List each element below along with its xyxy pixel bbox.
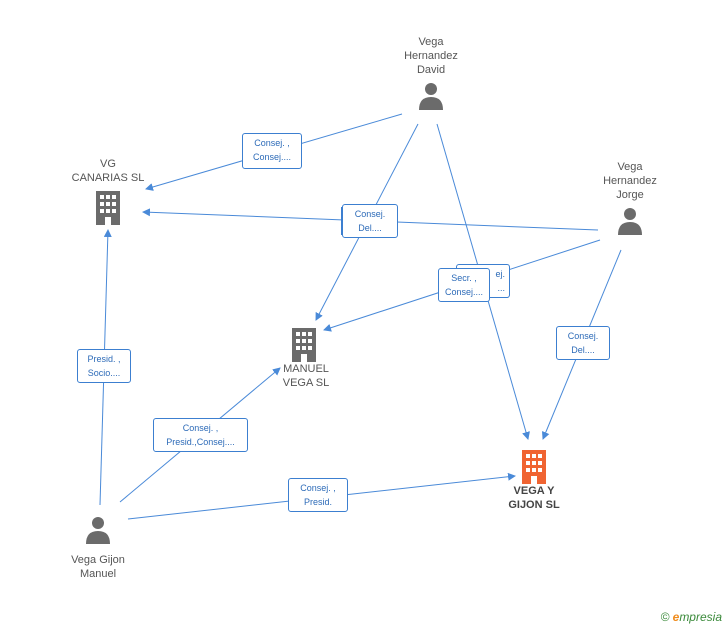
brand-letter: e [672, 610, 680, 624]
node-vega-gijon-manuel[interactable]: Vega Gijon Manuel [52, 515, 144, 581]
node-vega-y-gijon-sl[interactable]: VEGA Y GIJON SL [488, 448, 580, 512]
node-label: MANUEL VEGA SL [282, 363, 330, 389]
node-vega-hernandez-jorge[interactable]: Vega Hernandez Jorge [584, 160, 676, 236]
edge-label-david-vgcanarias[interactable]: Consej. , Consej.... [242, 133, 302, 169]
person-icon [86, 517, 110, 544]
copyright-icon: © [660, 610, 670, 624]
node-manuel-vega-sl[interactable]: MANUEL VEGA SL [258, 326, 350, 390]
node-label: VG CANARIAS SL [71, 158, 145, 184]
node-vg-canarias-sl[interactable]: VG CANARIAS SL [62, 157, 154, 225]
edge-label-jorge-vgcanarias[interactable]: Consej. Del.... [342, 204, 398, 238]
building-icon [292, 328, 316, 362]
edge-label-jorge-vegagijon[interactable]: Consej. Del.... [556, 326, 610, 360]
building-icon [522, 450, 546, 484]
edge-label-manuel-manuelvega[interactable]: Consej. , Presid.,Consej.... [153, 418, 248, 452]
building-icon [96, 191, 120, 225]
person-icon [419, 83, 443, 110]
edge-label-text: ej. [495, 269, 505, 279]
node-vega-hernandez-david[interactable]: Vega Hernandez David [385, 35, 477, 111]
edge-label-manuel-vgcanarias[interactable]: Presid. , Socio.... [77, 349, 131, 383]
edge-label-manuel-vegagijon[interactable]: Consej. , Presid. [288, 478, 348, 512]
brand-text: mpresia [679, 610, 722, 624]
edge-label-jorge-manuelvega[interactable]: Secr. , Consej.... [438, 268, 490, 302]
person-icon [618, 208, 642, 235]
node-label: Vega Gijon Manuel [71, 554, 125, 580]
empresia-logo: ©empresia [661, 610, 722, 624]
node-label: VEGA Y GIJON SL [508, 485, 560, 511]
node-label: Vega Hernandez David [404, 36, 458, 76]
node-label: Vega Hernandez Jorge [603, 161, 657, 201]
edge-label-text: ... [497, 283, 505, 293]
